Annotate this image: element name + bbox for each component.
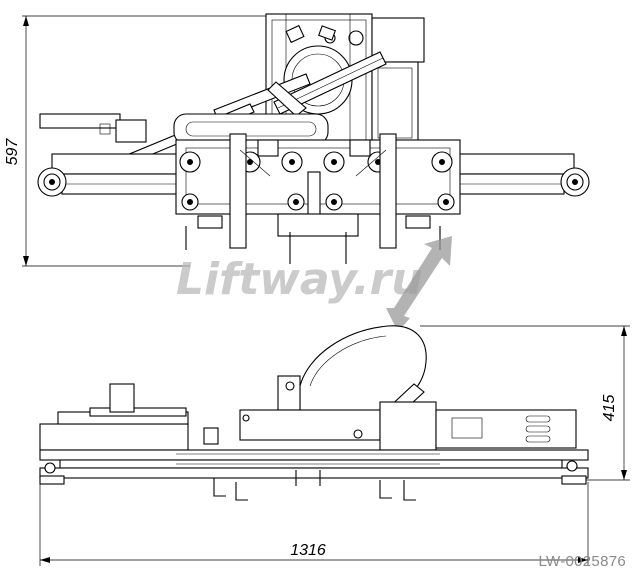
watermark-text: Liftway.ru bbox=[176, 254, 423, 305]
dimension-label-415: 415 bbox=[601, 395, 618, 422]
top-view: 597 bbox=[4, 13, 590, 267]
dimension-415: 415 bbox=[420, 325, 630, 481]
drawing-code: LW-0025876 bbox=[538, 553, 626, 570]
dimension-label-597: 597 bbox=[4, 138, 21, 166]
dimension-597: 597 bbox=[4, 15, 266, 267]
dimension-label-1316: 1316 bbox=[290, 542, 326, 559]
dimension-1316: 1316 bbox=[39, 482, 589, 566]
watermark: Liftway.ru bbox=[176, 236, 452, 332]
bottom-view: 415 bbox=[39, 325, 630, 566]
roller-row bbox=[179, 151, 455, 211]
watermark-arrow bbox=[386, 236, 452, 332]
